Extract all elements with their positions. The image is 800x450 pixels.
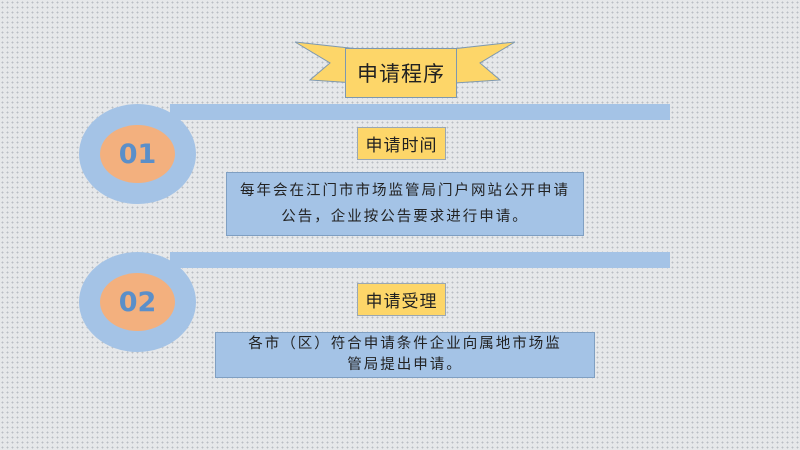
step-number-badge-2: 02 (100, 273, 175, 331)
step-heading-1: 申请时间 (357, 127, 446, 160)
timeline-bar-1 (170, 104, 670, 120)
step-description-2: 各市（区）符合申请条件企业向属地市场监管局提出申请。 (215, 332, 595, 378)
timeline-bar-2 (170, 252, 670, 268)
step-description-1: 每年会在江门市市场监管局门户网站公开申请公告，企业按公告要求进行申请。 (226, 172, 584, 236)
step-heading-2: 申请受理 (357, 283, 446, 316)
step-number-badge-1: 01 (100, 125, 175, 183)
page-title: 申请程序 (345, 48, 457, 98)
